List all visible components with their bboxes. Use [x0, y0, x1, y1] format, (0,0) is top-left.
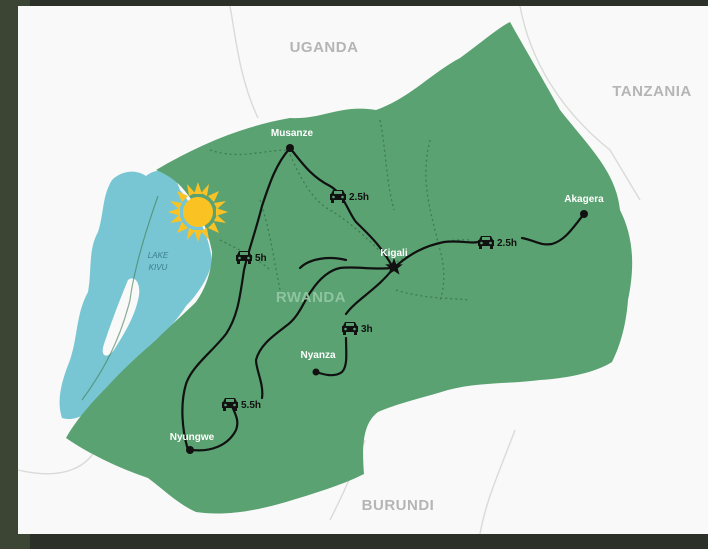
- route-kigali-nyanza: [314, 268, 394, 377]
- city-label-nyanza: Nyanza: [300, 350, 335, 361]
- neighbor-label-burundi: BURUNDI: [362, 497, 435, 514]
- city-dot-icon: [312, 368, 320, 376]
- route-branch-west: [298, 257, 348, 270]
- route-musanze-kigali: [288, 146, 394, 268]
- city-dot-icon: [286, 144, 294, 152]
- drive-time-kigali-nyanza: 3h: [361, 324, 373, 335]
- route-musanze-nyungwe: [181, 146, 292, 452]
- drive-time-nyungwe-kigali: 5.5h: [241, 400, 261, 411]
- lake-label-line2: KIVU: [149, 263, 168, 272]
- city-dot-icon: [186, 446, 194, 454]
- country-label-rwanda: RWANDA: [276, 289, 346, 306]
- neighbor-label-uganda: UGANDA: [290, 39, 359, 56]
- route-kigali-akagera: [394, 212, 586, 268]
- province-borders: [209, 119, 471, 301]
- city-label-kigali: Kigali: [380, 248, 407, 259]
- neighbor-label-tanzania: TANZANIA: [612, 83, 692, 100]
- lake-shoreline: [81, 195, 159, 401]
- city-label-akagera: Akagera: [564, 194, 604, 205]
- routes: [181, 146, 586, 452]
- route-nyungwe-kigali: [190, 266, 394, 452]
- sun-icon: [168, 182, 228, 242]
- city-label-musanze: Musanze: [271, 128, 314, 139]
- star-icon: [385, 258, 403, 275]
- city-dot-icon: [580, 210, 588, 218]
- drive-time-kigali-akagera: 2.5h: [497, 238, 517, 249]
- city-label-nyungwe: Nyungwe: [170, 432, 215, 443]
- drive-time-musanze-kigali: 2.5h: [349, 192, 369, 203]
- lake-label-line1: LAKE: [148, 251, 169, 260]
- drive-time-musanze-nyungwe: 5h: [255, 253, 267, 264]
